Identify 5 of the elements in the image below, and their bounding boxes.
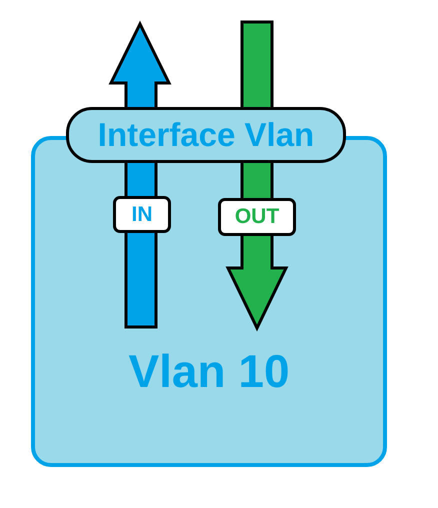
interface-label: Interface Vlan (98, 116, 314, 154)
interface-pill (66, 107, 346, 163)
direction-tag: IN (113, 196, 171, 233)
direction-tag: OUT (218, 198, 296, 236)
box-title: Vlan 10 (127, 346, 291, 396)
